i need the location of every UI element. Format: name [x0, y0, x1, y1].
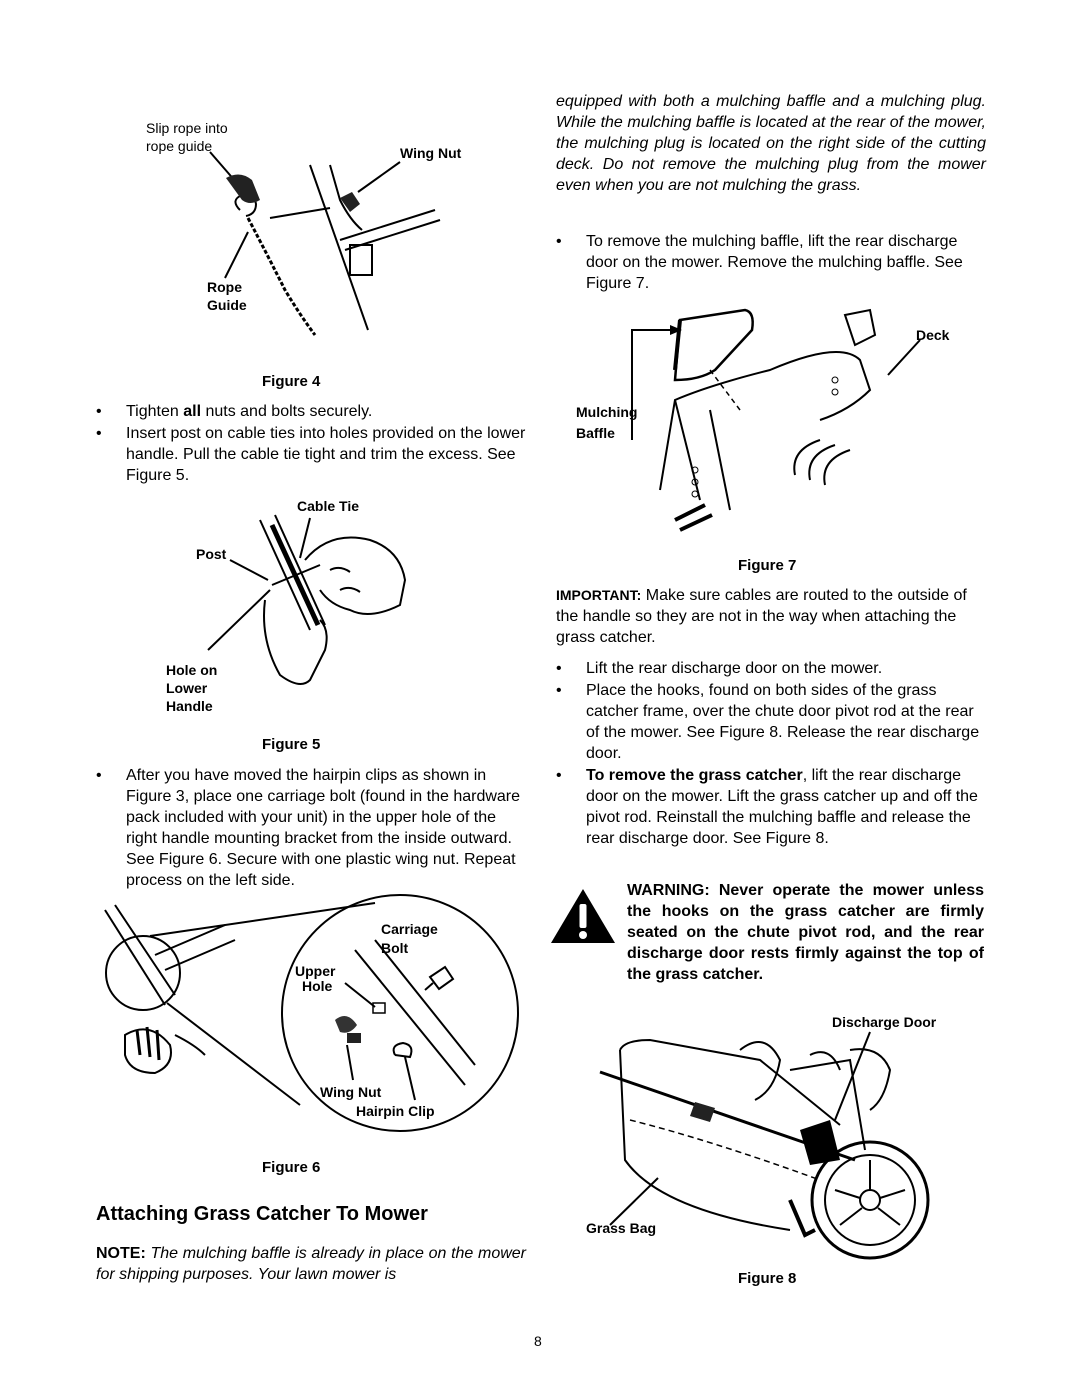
fig8-label-door: Discharge Door [832, 1014, 937, 1030]
fig6-drawing [104, 894, 519, 1132]
fig4-caption: Figure 4 [262, 373, 321, 390]
bullet-insert-post: • Insert post on cable ties into holes p… [96, 423, 526, 486]
note-paragraph: NOTE: The mulching baffle is already in … [96, 1243, 526, 1285]
fig7-label-baffle: Mulching Baffle [576, 404, 638, 441]
important-text: Make sure cables are routed to the outsi… [556, 587, 967, 646]
fig6-label-wing-nut: Wing Nut [320, 1084, 382, 1100]
bullet-text: Place the hooks, found on both sides of … [586, 682, 980, 762]
fig4-label-slip-rope: Slip rope into rope guide [146, 120, 228, 154]
note-continued: equipped with both a mulching baffle and… [556, 93, 986, 194]
bullet-dot: • [556, 682, 562, 699]
bullet-remove-catcher: • To remove the grass catcher, lift the … [556, 765, 986, 849]
fig7-caption: Figure 7 [738, 557, 797, 574]
section-heading: Attaching Grass Catcher To Mower [96, 1203, 428, 1225]
fig4-label-rope-guide: Rope Guide [207, 279, 247, 313]
warning-icon [551, 889, 615, 943]
fig6-label-carriage: Carriage [381, 921, 438, 937]
fig5-label-cable-tie: Cable Tie [297, 498, 359, 514]
bullet-place-hooks: • Place the hooks, found on both sides o… [556, 680, 986, 764]
warning-text: WARNING: Never operate the mower unless … [627, 882, 984, 983]
fig6-label-hairpin: Hairpin Clip [356, 1103, 435, 1119]
fig7-drawing [631, 308, 921, 532]
bullet-dot: • [556, 767, 562, 784]
page-number: 8 [534, 1333, 542, 1349]
fig8-label-bag: Grass Bag [586, 1220, 657, 1236]
bullet-dot: • [96, 425, 102, 442]
bullet-text: Lift the rear discharge door on the mowe… [586, 660, 883, 677]
bullet-dot: • [96, 403, 102, 420]
bullet-text: Insert post on cable ties into holes pro… [126, 425, 526, 484]
fig6-label-upper: Upper [295, 963, 336, 979]
fig6-caption: Figure 6 [262, 1159, 321, 1176]
important-label: IMPORTANT: [556, 587, 642, 603]
bullet-text: To remove the grass catcher, lift the re… [586, 767, 978, 847]
fig5-label-post: Post [196, 546, 227, 562]
bullet-hairpin: • After you have moved the hairpin clips… [96, 765, 526, 891]
bullet-dot: • [96, 767, 102, 784]
fig5-drawing [207, 514, 407, 685]
fig5-label-hole: Hole on Lower Handle [166, 662, 218, 714]
fig8-drawing [599, 1031, 930, 1260]
bullet-dot: • [556, 660, 562, 677]
fig6-label-bolt: Bolt [381, 940, 409, 956]
fig6-label-hole: Hole [302, 978, 333, 994]
bullet-text: After you have moved the hairpin clips a… [126, 767, 521, 889]
fig7-label-deck: Deck [916, 327, 950, 343]
bullet-lift-door: • Lift the rear discharge door on the mo… [556, 658, 986, 679]
note-label: NOTE: [96, 1245, 146, 1262]
fig8-caption: Figure 8 [738, 1270, 797, 1287]
bullet-text: To remove the mulching baffle, lift the … [586, 233, 963, 292]
bullet-text: Tighten all nuts and bolts securely. [126, 403, 373, 420]
note-text: The mulching baffle is already in place … [96, 1245, 526, 1283]
fig5-caption: Figure 5 [262, 736, 321, 753]
bullet-dot: • [556, 233, 562, 250]
fig4-label-wing-nut: Wing Nut [400, 145, 462, 161]
bullet-remove-baffle: • To remove the mulching baffle, lift th… [556, 231, 986, 294]
important-paragraph: IMPORTANT: Make sure cables are routed t… [556, 585, 986, 648]
bullet-tighten: • Tighten all nuts and bolts securely. [96, 401, 526, 422]
fig4-drawing [209, 151, 441, 336]
